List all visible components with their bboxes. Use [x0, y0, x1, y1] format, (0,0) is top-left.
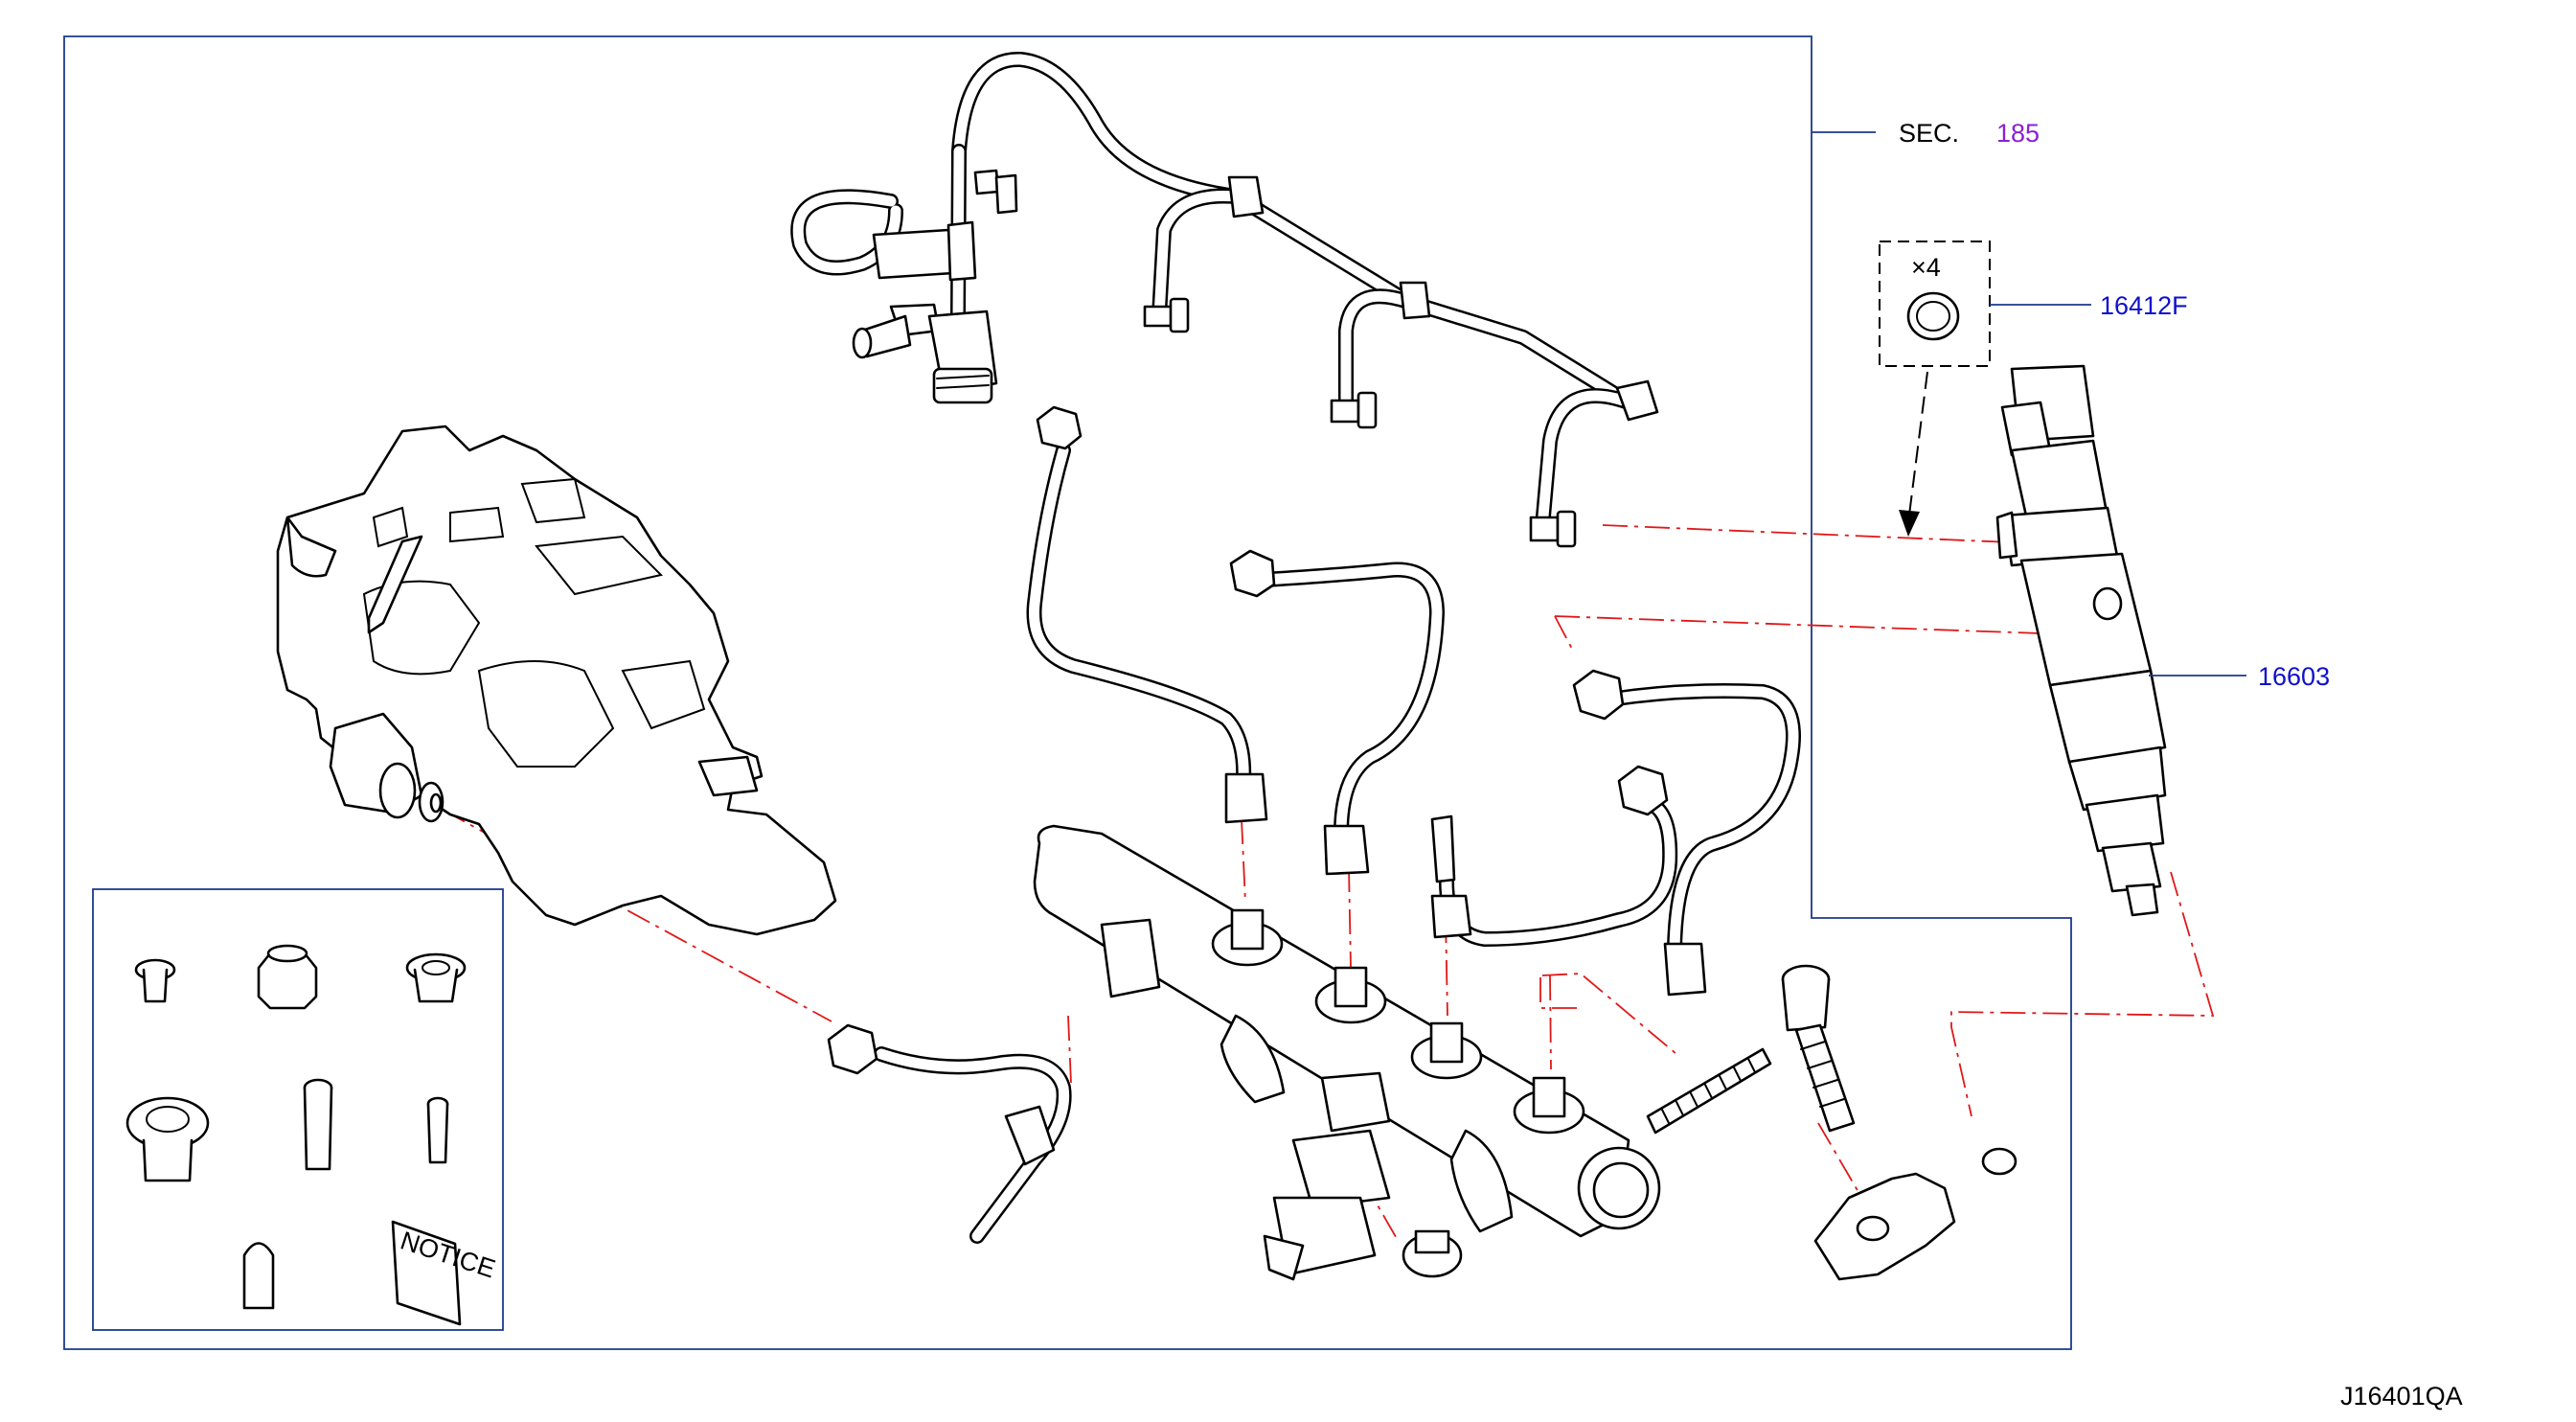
diagram-code: J16401QA [2340, 1382, 2463, 1411]
o-ring-small [1981, 1147, 2017, 1176]
high-pressure-pipes [827, 405, 1801, 1244]
fuel-rail [1033, 824, 1661, 1238]
main-frame [63, 35, 2072, 1350]
notice-leaflet: NOTICE [391, 1220, 499, 1326]
flange-nut [1402, 1229, 1463, 1278]
o-ring-quantity: ×4 [1911, 253, 1941, 282]
injector-clamp [1813, 1172, 1956, 1281]
fuel-return-hose-assembly [790, 52, 1659, 548]
kit-parts: NOTICE [125, 944, 499, 1326]
rail-ports [1211, 908, 1585, 1135]
kit-part-plug-small [134, 958, 176, 1003]
kit-inset-frame [92, 888, 504, 1331]
oring-arrow-head [1899, 510, 1920, 537]
pressure-sensor [1263, 1071, 1391, 1281]
kit-part-pin-small [426, 1096, 449, 1164]
o-ring-kit [1879, 241, 1991, 367]
kit-part-grommet [405, 952, 467, 1003]
high-pressure-pump [276, 424, 837, 936]
kit-part-pin [303, 1078, 333, 1171]
kit-part-cap [257, 944, 318, 1010]
part-number-16412f[interactable]: 16412F [2100, 291, 2188, 320]
section-ref-prefix: SEC. [1899, 119, 1959, 148]
part-number-16603[interactable]: 16603 [2258, 662, 2330, 691]
fuel-injector [1995, 364, 2167, 917]
kit-part-grommet-large [125, 1096, 210, 1182]
section-ref-number[interactable]: 185 [1996, 119, 2040, 148]
kit-part-bullet-pin [242, 1242, 275, 1310]
stud [1646, 1047, 1772, 1135]
clamp-bolt [1781, 964, 1856, 1133]
oring-arrow-line [1907, 371, 1928, 523]
